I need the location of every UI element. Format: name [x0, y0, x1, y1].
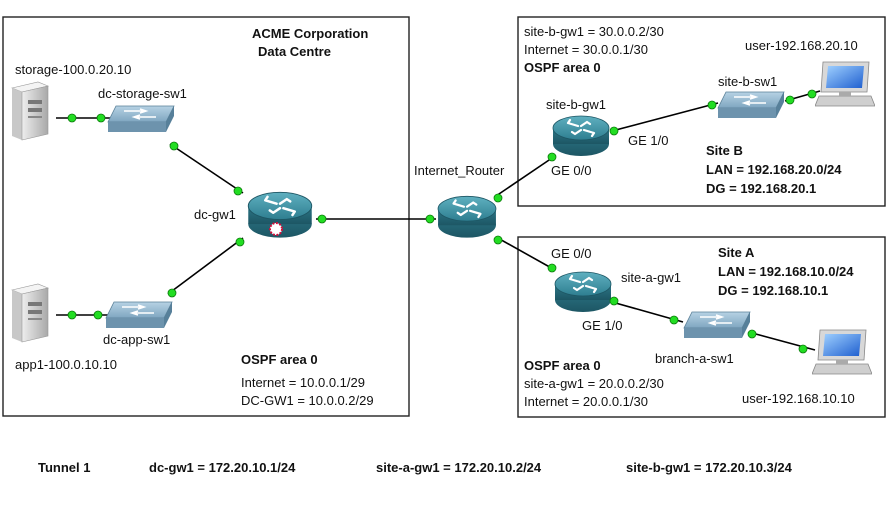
- link-dot: [233, 186, 243, 196]
- internet-router-icon[interactable]: [436, 195, 498, 239]
- dc-storage-sw1-label: dc-storage-sw1: [98, 86, 187, 101]
- branch-a-sw1-label: branch-a-sw1: [655, 351, 734, 366]
- link-storage-sw-gw: [169, 143, 244, 194]
- link-dot: [785, 95, 795, 105]
- link-internet-site-a: [495, 236, 556, 271]
- dc-storage-sw1-switch-icon[interactable]: [107, 105, 175, 133]
- app1-label: app1-100.0.10.10: [15, 357, 117, 372]
- site-b-ge00-label: GE 0/0: [551, 163, 591, 178]
- link-dot: [169, 141, 179, 151]
- dc-gw1-label: dc-gw1: [194, 207, 236, 222]
- user-b-pc-icon[interactable]: [815, 61, 875, 107]
- site-b-internet-addr: Internet = 30.0.0.1/30: [524, 42, 648, 57]
- site-b-sw1-switch-icon[interactable]: [717, 91, 785, 119]
- user-b-label: user-192.168.20.10: [745, 38, 858, 53]
- link-dot: [167, 288, 177, 298]
- link-dot: [425, 214, 435, 224]
- app1-server-icon[interactable]: [11, 283, 49, 343]
- site-a-gw1-label: site-a-gw1: [621, 270, 681, 285]
- dc-internet-addr: Internet = 10.0.0.1/29: [241, 375, 365, 390]
- link-dot: [67, 113, 77, 123]
- branch-a-sw1-switch-icon[interactable]: [683, 311, 751, 339]
- link-dot: [609, 126, 619, 136]
- link-dot: [93, 310, 103, 320]
- link-dot: [96, 113, 106, 123]
- link-dot: [547, 263, 557, 273]
- storage-server-icon[interactable]: [11, 81, 49, 141]
- storage-label: storage-100.0.20.10: [15, 62, 131, 77]
- dc-gw1-addr: DC-GW1 = 10.0.0.2/29: [241, 393, 374, 408]
- site-b-sw1-label: site-b-sw1: [718, 74, 777, 89]
- tunnel-dc-addr: dc-gw1 = 172.20.10.1/24: [149, 460, 296, 475]
- link-dots: [67, 89, 817, 354]
- site-a-internet-addr: Internet = 20.0.0.1/30: [524, 394, 648, 409]
- site-b-dg: DG = 192.168.20.1: [706, 181, 816, 196]
- dc-ospf-label: OSPF area 0: [241, 352, 318, 367]
- site-b-gw-addr: site-b-gw1 = 30.0.0.2/30: [524, 24, 664, 39]
- link-dot: [707, 100, 717, 110]
- dc-app-sw1-switch-icon[interactable]: [105, 301, 173, 329]
- site-b-frame: [517, 16, 886, 207]
- site-a-gw1-router-icon[interactable]: [553, 270, 613, 314]
- link-internet-site-b: [495, 155, 556, 197]
- site-a-frame: [517, 236, 886, 418]
- site-b-ospf-label: OSPF area 0: [524, 60, 601, 75]
- site-a-name: Site A: [718, 245, 755, 260]
- link-dot: [609, 296, 619, 306]
- site-b-ge10-label: GE 1/0: [628, 133, 668, 148]
- user-a-label: user-192.168.10.10: [742, 391, 855, 406]
- tunnel-site-a-addr: site-a-gw1 = 172.20.10.2/24: [376, 460, 542, 475]
- link-dot: [807, 89, 817, 99]
- site-a-dg: DG = 192.168.10.1: [718, 283, 828, 298]
- tunnel-label: Tunnel 1: [38, 460, 90, 475]
- link-app-sw-gw: [167, 237, 244, 295]
- link-dot: [235, 237, 245, 247]
- site-a-gw-addr: site-a-gw1 = 20.0.0.2/30: [524, 376, 664, 391]
- link-dot: [747, 329, 757, 339]
- link-dot: [493, 193, 503, 203]
- link-dot: [67, 310, 77, 320]
- site-b-lan: LAN = 192.168.20.0/24: [706, 162, 842, 177]
- site-a-ge00-label: GE 0/0: [551, 246, 591, 261]
- site-a-ospf-label: OSPF area 0: [524, 358, 601, 373]
- dc-title-line1: ACME Corporation: [252, 26, 368, 41]
- internet-router-label: Internet_Router: [414, 163, 505, 178]
- user-a-pc-icon[interactable]: [812, 329, 872, 375]
- dc-gw1-starburst-icon: [269, 222, 283, 236]
- link-site-b-gw-sw: [611, 102, 719, 132]
- tunnel-site-b-addr: site-b-gw1 = 172.20.10.3/24: [626, 460, 793, 475]
- site-a-ge10-label: GE 1/0: [582, 318, 622, 333]
- dc-title-line2: Data Centre: [258, 44, 331, 59]
- site-a-lan: LAN = 192.168.10.0/24: [718, 264, 854, 279]
- site-b-gw1-label: site-b-gw1: [546, 97, 606, 112]
- link-dot: [317, 214, 327, 224]
- site-b-gw1-router-icon[interactable]: [551, 114, 611, 158]
- site-b-name: Site B: [706, 143, 743, 158]
- link-dot: [798, 344, 808, 354]
- dc-frame: [2, 16, 410, 417]
- link-dot: [669, 315, 679, 325]
- link-dot: [547, 152, 557, 162]
- dc-app-sw1-label: dc-app-sw1: [103, 332, 170, 347]
- link-dot: [493, 235, 503, 245]
